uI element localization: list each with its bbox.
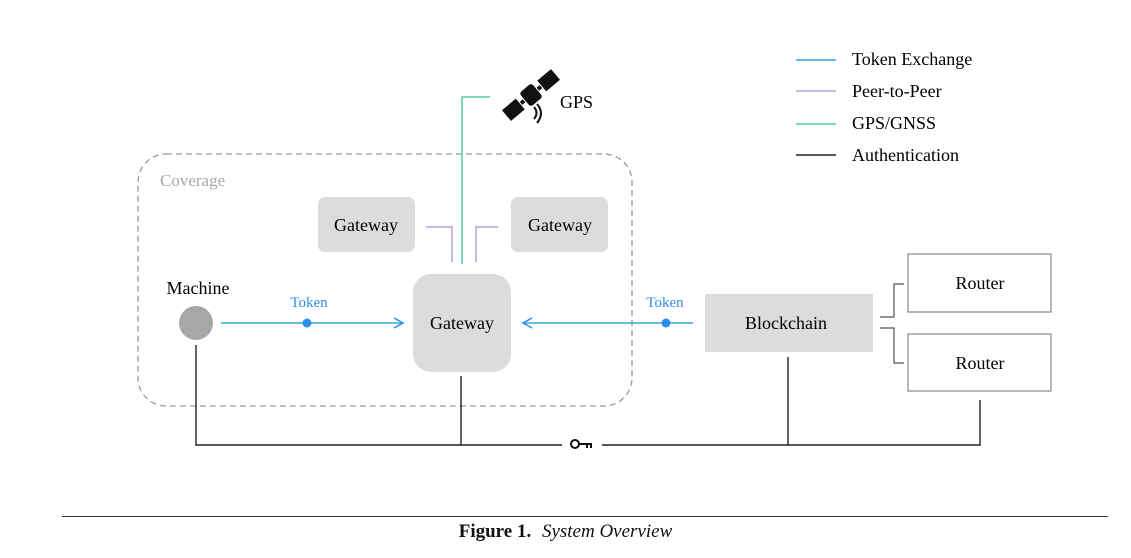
token-dot-right xyxy=(661,318,671,328)
satellite-icon xyxy=(501,69,561,124)
caption-rule xyxy=(62,516,1108,517)
gateway-center-node: Gateway xyxy=(413,274,511,372)
caption-number: Figure 1. xyxy=(458,521,532,542)
legend-label-peer-to-peer: Peer-to-Peer xyxy=(852,81,942,101)
gateway-right-node: Gateway xyxy=(511,197,608,252)
router-bottom-label: Router xyxy=(956,353,1005,373)
gps-link xyxy=(461,96,490,264)
machine-node xyxy=(179,306,213,340)
auth-line-left xyxy=(195,345,562,446)
gateway-left-label: Gateway xyxy=(334,215,398,235)
coverage-label: Coverage xyxy=(160,171,225,190)
auth-line-right xyxy=(602,400,981,446)
blockchain-node: Blockchain xyxy=(705,294,873,352)
token-dot-left xyxy=(302,318,312,328)
figure-caption: Figure 1. System Overview xyxy=(0,521,1131,543)
router-top-label: Router xyxy=(956,273,1005,293)
p2p-link-left xyxy=(426,226,453,262)
token-label-left: Token xyxy=(290,295,328,311)
legend-item-token-exchange: Token Exchange xyxy=(796,49,972,69)
token-label-right: Token xyxy=(646,295,684,311)
gateway-right-label: Gateway xyxy=(528,215,592,235)
p2p-link-right xyxy=(475,226,498,262)
legend-label-authentication: Authentication xyxy=(852,145,959,165)
legend-label-token-exchange: Token Exchange xyxy=(852,49,972,69)
legend-label-gps-gnss: GPS/GNSS xyxy=(852,113,936,133)
coverage-area xyxy=(137,153,633,407)
router-bracket-bottom xyxy=(880,327,904,364)
gateway-center-label: Gateway xyxy=(430,313,494,333)
router-bracket-top xyxy=(880,283,904,318)
legend: Token Exchange Peer-to-Peer GPS/GNSS Aut… xyxy=(796,49,972,165)
blockchain-label: Blockchain xyxy=(745,313,827,333)
key-icon xyxy=(570,439,592,449)
gps-label: GPS xyxy=(560,92,593,112)
legend-item-authentication: Authentication xyxy=(796,145,959,165)
caption-title: System Overview xyxy=(541,521,673,542)
router-bottom-node: Router xyxy=(907,333,1052,392)
machine-label: Machine xyxy=(167,278,230,298)
gateway-left-node: Gateway xyxy=(318,197,415,252)
router-top-node: Router xyxy=(907,253,1052,313)
legend-item-gps-gnss: GPS/GNSS xyxy=(796,113,936,133)
legend-item-peer-to-peer: Peer-to-Peer xyxy=(796,81,942,101)
